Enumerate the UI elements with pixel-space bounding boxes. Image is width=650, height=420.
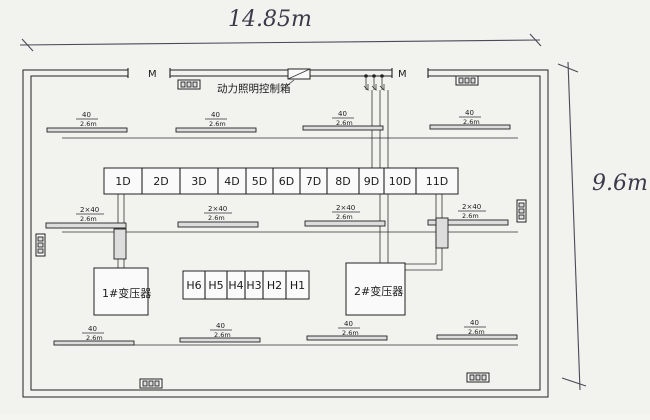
svg-text:40: 40 xyxy=(338,110,347,118)
room-walls xyxy=(22,68,549,398)
cabinet-8d: 8D xyxy=(335,175,350,188)
switch-left xyxy=(35,233,46,257)
cabinet-4d: 4D xyxy=(224,175,239,188)
cabinet-5d: 5D xyxy=(252,175,267,188)
lamp-top-2: 402.6m xyxy=(175,111,257,133)
svg-text:2.6m: 2.6m xyxy=(214,331,231,339)
transformer-2: 2#变压器 xyxy=(345,262,406,316)
svg-text:2.6m: 2.6m xyxy=(342,329,359,337)
cabinet-h6: H6 xyxy=(186,279,201,292)
svg-text:2.6m: 2.6m xyxy=(208,214,225,222)
switch-right xyxy=(516,199,527,223)
doors: M M xyxy=(148,69,407,80)
lamp-bottom-3: 402.6m xyxy=(306,320,388,341)
door-right-label: M xyxy=(398,69,407,80)
svg-text:2×40: 2×40 xyxy=(462,203,481,211)
cabinet-h4: H4 xyxy=(228,279,243,292)
height-dimension-ticks xyxy=(557,63,587,387)
svg-text:2.6m: 2.6m xyxy=(336,213,353,221)
dimension-annotations: 14.85m 9.6m xyxy=(19,7,648,391)
switch-top-right xyxy=(455,75,479,86)
cabinet-11d: 11D xyxy=(426,175,448,188)
svg-text:40: 40 xyxy=(344,320,353,328)
svg-text:40: 40 xyxy=(465,109,474,117)
cabinet-3d: 3D xyxy=(191,175,206,188)
door-left-label: M xyxy=(148,69,157,80)
height-dimension-text: 9.6m xyxy=(592,171,648,196)
transformer-1: 1#变压器 xyxy=(93,267,151,316)
cabinet-1d: 1D xyxy=(115,175,130,188)
svg-text:2×40: 2×40 xyxy=(80,206,99,214)
cabinet-2d: 2D xyxy=(153,175,168,188)
svg-text:2.6m: 2.6m xyxy=(462,212,479,220)
lamps-bottom-row: 402.6m 402.6m 402.6m 402.6m xyxy=(53,319,518,346)
wall-switches xyxy=(35,75,527,389)
cabinet-row-h-outline xyxy=(182,270,310,300)
transformer-2-box xyxy=(345,262,406,316)
svg-text:2.6m: 2.6m xyxy=(463,118,480,126)
switch-top-left xyxy=(177,79,201,90)
width-dimension-line xyxy=(19,39,541,46)
lamp-top-4: 402.6m xyxy=(429,109,511,130)
transformer-1-box xyxy=(93,267,149,316)
width-dimension-text: 14.85m xyxy=(228,7,312,32)
switch-bottom-right xyxy=(466,372,490,383)
lamp-bottom-4: 402.6m xyxy=(436,319,518,340)
svg-text:2×40: 2×40 xyxy=(208,205,227,213)
lamp-bottom-1: 402.6m xyxy=(53,325,135,346)
cabinet-h3: H3 xyxy=(246,279,261,292)
lamp-top-3: 402.6m xyxy=(302,110,384,131)
lamp-top-1: 402.6m xyxy=(46,111,128,133)
svg-text:2×40: 2×40 xyxy=(336,204,355,212)
transformer-1-label: 1#变压器 xyxy=(102,286,151,300)
cabinet-row-d-outline xyxy=(103,167,459,195)
cabinet-row-d: 1D 2D 3D 4D 5D 6D 7D 8D 9D 10D 11D xyxy=(103,167,459,195)
lamp-mid-3: 2×402.6m xyxy=(304,204,386,227)
transformer-2-label: 2#变压器 xyxy=(354,284,403,298)
svg-text:40: 40 xyxy=(88,325,97,333)
cabinet-10d: 10D xyxy=(389,175,411,188)
lamp-mid-4: 2×402.6m xyxy=(427,203,509,226)
cabinet-9d: 9D xyxy=(364,175,379,188)
control-box: 动力照明控制箱 xyxy=(217,68,311,95)
svg-text:40: 40 xyxy=(216,322,225,330)
lamp-mid-2: 2×402.6m xyxy=(177,205,259,228)
svg-text:40: 40 xyxy=(82,111,91,119)
lamp-mid-1: 2×402.6m xyxy=(45,206,127,229)
control-box-label: 动力照明控制箱 xyxy=(217,82,291,95)
svg-text:2.6m: 2.6m xyxy=(80,215,97,223)
svg-text:40: 40 xyxy=(470,319,479,327)
cabinet-7d: 7D xyxy=(306,175,321,188)
lamps-middle-row: 2×402.6m 2×402.6m 2×402.6m 2×402.6m xyxy=(45,203,509,229)
height-dimension-line xyxy=(567,61,581,391)
svg-text:2.6m: 2.6m xyxy=(209,120,226,128)
svg-text:2.6m: 2.6m xyxy=(336,119,353,127)
svg-text:40: 40 xyxy=(211,111,220,119)
cabinet-h5: H5 xyxy=(208,279,223,292)
width-dimension-ticks xyxy=(21,33,542,52)
svg-text:2.6m: 2.6m xyxy=(468,328,485,336)
svg-text:2.6m: 2.6m xyxy=(86,334,103,342)
cabinet-h1: H1 xyxy=(290,279,305,292)
cabinet-6d: 6D xyxy=(279,175,294,188)
switch-bottom-left xyxy=(139,378,163,389)
cable-trenches xyxy=(113,217,449,260)
lamp-bottom-2: 402.6m xyxy=(179,322,261,343)
cabinet-h2: H2 xyxy=(267,279,282,292)
lamps-top-row: 402.6m 402.6m 402.6m 402.6m xyxy=(46,109,511,133)
svg-text:2.6m: 2.6m xyxy=(80,120,97,128)
